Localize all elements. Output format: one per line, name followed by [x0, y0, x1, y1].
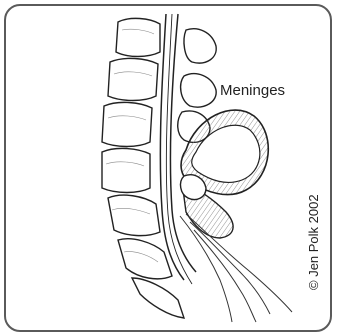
- nerve-roots: [180, 214, 292, 322]
- copyright-credit: © Jen Polk 2002: [306, 110, 321, 290]
- meninges-label: Meninges: [220, 82, 285, 99]
- vertebral-bodies: [102, 18, 184, 318]
